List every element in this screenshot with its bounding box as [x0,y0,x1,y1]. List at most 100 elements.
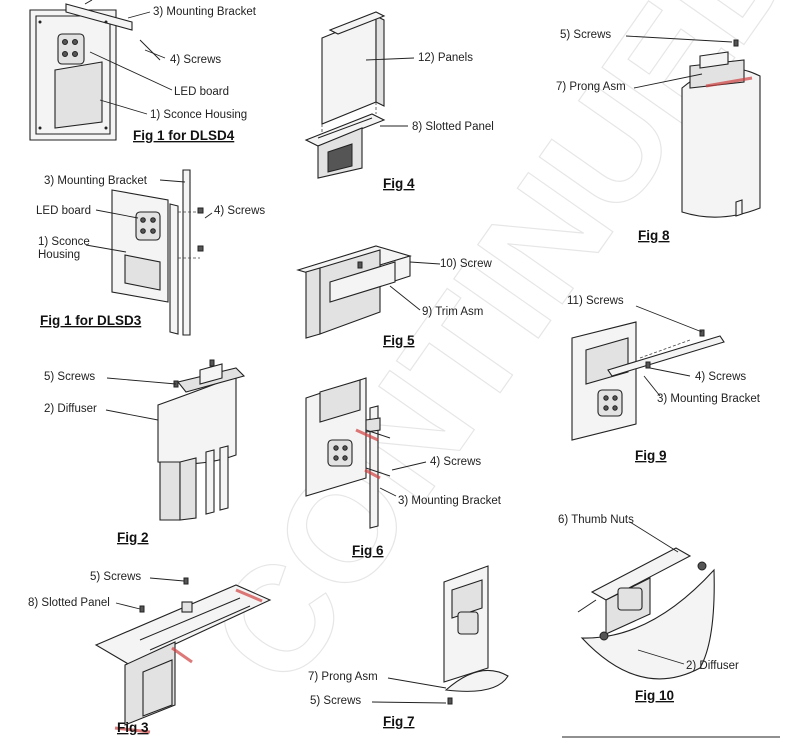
label-diffuser: 2) Diffuser [44,403,97,415]
caption-fig6: Fig 6 [352,543,384,558]
screw [645,361,651,369]
driver-box [319,379,361,423]
bracket-plate [169,203,179,335]
led [333,455,339,461]
highlight-mark [355,428,379,442]
leader [629,521,679,553]
bracket-tab [365,417,381,433]
prong [219,445,229,511]
fig6: 4) Screws 3) Mounting Bracket Fig 6 [305,377,502,558]
led-board-fig9 [597,389,623,417]
fig10: 6) Thumb Nuts 2) Diffuser Fig 10 [558,514,739,703]
screw [197,245,204,252]
screw [357,261,363,269]
screw [365,467,391,477]
leader [105,409,159,421]
driver-box [124,254,161,291]
label-screws: 5) Screws [310,695,361,707]
screw [447,697,453,705]
leader [95,209,139,219]
led [140,217,146,223]
bracket-edge [577,599,597,613]
caption-fig8: Fig 8 [638,228,670,243]
mounting-bracket-fig9 [607,335,725,377]
led [342,455,348,461]
fig1-dlsd4: 3) Mounting Bracket 4) Screws LED board … [29,0,257,143]
leader [409,261,441,265]
led [342,445,348,451]
label-led-board: LED board [174,86,229,98]
label-screws: 4) Screws [170,54,221,66]
leader [89,51,173,91]
screw-hole [104,126,108,130]
slot [149,605,251,651]
slot [317,117,373,139]
fig9: 11) Screws 4) Screws 3) Mounting Bracket… [567,295,761,463]
label-sconce: 1) Sconce [38,236,90,248]
leader [365,57,415,61]
caption-fig1-dlsd4: Fig 1 for DLSD4 [133,128,235,143]
leader [159,179,186,183]
screw [84,0,93,5]
slotted-panel-fig4 [304,113,386,147]
led-board-dlsd3 [135,211,161,241]
leader [637,649,685,665]
caption-fig4: Fig 4 [383,176,415,191]
label-trim-asm: 9) Trim Asm [422,306,483,318]
led [62,51,68,57]
label-mounting-bracket: 3) Mounting Bracket [398,495,502,507]
label-panels: 12) Panels [418,52,473,64]
label-screws-4: 4) Screws [695,371,746,383]
housing-side [305,267,321,339]
trim-front [329,261,396,303]
leader [389,285,421,311]
led [603,395,609,401]
screw [139,605,145,613]
leader [643,375,661,397]
highlight-mark [171,646,193,664]
led [150,228,156,234]
label-prong-asm: 7) Prong Asm [556,81,626,93]
highlight-mark [705,76,753,88]
panel-side [375,15,385,107]
led-board-fig7 [457,611,479,635]
screw [183,577,189,585]
label-screws-11: 11) Screws [567,295,624,307]
label-slotted-panel: 8) Slotted Panel [28,597,110,609]
leader [625,35,733,43]
leader [649,367,691,377]
led [612,405,618,411]
fig8: 5) Screws 7) Prong Asm Fig 8 [556,29,761,243]
leader [387,677,447,689]
label-screws: 4) Screws [214,205,265,217]
prong-block [199,363,223,385]
thumb-nut [697,561,707,571]
alignment-line [639,339,691,359]
led [150,217,156,223]
screw [365,429,391,439]
leader [85,244,127,253]
screw [139,39,161,61]
fig1-dlsd3: 3) Mounting Bracket LED board 4) Screws … [36,169,265,336]
highlight-mark [364,468,381,480]
label-prong-asm: 7) Prong Asm [308,671,378,683]
panel-front [321,15,377,125]
leader [379,487,397,497]
fig7: 7) Prong Asm 5) Screws Fig 7 [308,565,509,729]
led-board-fig10 [617,587,643,611]
label-mounting-bracket: 3) Mounting Bracket [44,175,148,187]
label-screw: 10) Screw [440,258,492,270]
leader [99,99,148,115]
caption-fig3: Fig 3 [117,720,149,735]
thumb-nut [599,631,609,641]
label-screws: 4) Screws [430,456,481,468]
caption-fig1-dlsd3: Fig 1 for DLSD3 [40,313,142,328]
mounting-bracket-dlsd4 [65,3,133,31]
label-thumb-nuts: 6) Thumb Nuts [558,514,634,526]
leader [204,212,213,219]
leader [115,602,141,610]
label-screws: 5) Screws [560,29,611,41]
nut-block [181,601,193,613]
label-screws: 5) Screws [44,371,95,383]
